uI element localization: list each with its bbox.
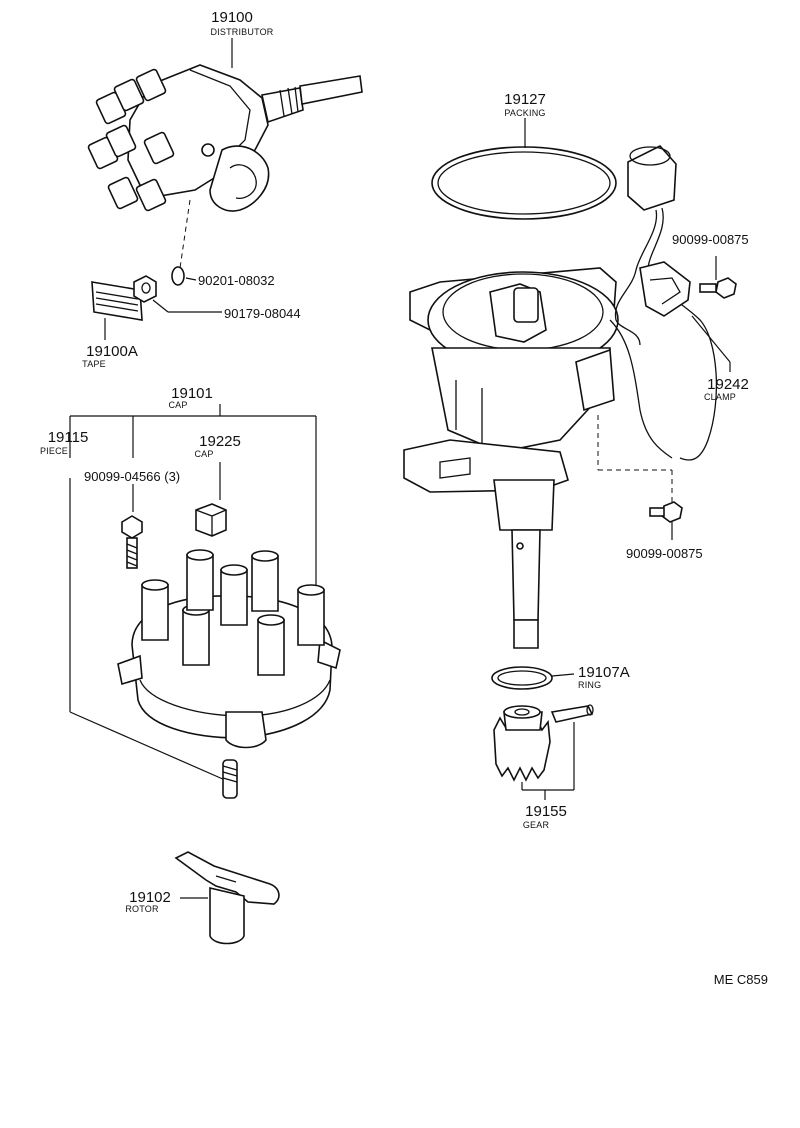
distributor-label: DISTRIBUTOR — [210, 27, 273, 37]
distributor-cap-illustration — [117, 549, 341, 749]
piece-part-number: 19115 — [48, 429, 89, 446]
pin-illustration — [550, 704, 594, 723]
clamp-screw-top-part-code: 90099-00875 — [672, 232, 749, 247]
ring-label: RING — [578, 680, 601, 690]
piece-illustration — [222, 759, 238, 799]
tape-part-number: 19100A — [86, 343, 138, 360]
inner-cap-label: CAP — [194, 449, 213, 459]
clamp-screw-bottom-illustration — [649, 501, 683, 523]
ring-part-number: 19107A — [578, 664, 630, 681]
distributor-part-number: 19100 — [211, 9, 253, 26]
distributor-housing-illustration — [403, 267, 619, 649]
cap-screw-part-code: 90099-04566 (3) — [84, 469, 180, 484]
packing-label: PACKING — [504, 108, 545, 118]
gear-part-number: 19155 — [525, 803, 567, 820]
diagram-code: ME C859 — [714, 972, 768, 987]
cap-screw-illustration — [121, 515, 143, 569]
ring-illustration — [491, 666, 553, 690]
gear-illustration — [493, 705, 551, 782]
nut-illustration — [133, 275, 157, 303]
clamp-label: CLAMP — [704, 392, 736, 402]
rotor-part-number: 19102 — [129, 889, 171, 906]
inner-cap-part-number: 19225 — [199, 433, 241, 450]
washer-illustration — [171, 266, 185, 286]
piece-label: PIECE — [40, 446, 68, 456]
inner-cap-illustration — [195, 503, 227, 537]
clamp-screw-bottom-part-code: 90099-00875 — [626, 546, 703, 561]
distributor-assembly-illustration — [87, 64, 363, 212]
packing-ring-illustration — [431, 146, 617, 220]
clamp-screw-top-illustration — [699, 277, 737, 299]
rotor-label: ROTOR — [125, 904, 159, 914]
rotor-illustration — [174, 851, 280, 945]
clamp-part-number: 19242 — [707, 376, 749, 393]
wire-harness-illustration — [609, 145, 718, 461]
washer-part-code: 90201-08032 — [198, 273, 275, 288]
cap-assy-label: CAP — [168, 400, 187, 410]
cap-assy-part-number: 19101 — [171, 385, 213, 402]
packing-part-number: 19127 — [504, 91, 546, 108]
gear-label: GEAR — [523, 820, 550, 830]
tape-illustration — [91, 281, 143, 321]
nut-part-code: 90179-08044 — [224, 306, 301, 321]
tape-label: TAPE — [82, 359, 106, 369]
